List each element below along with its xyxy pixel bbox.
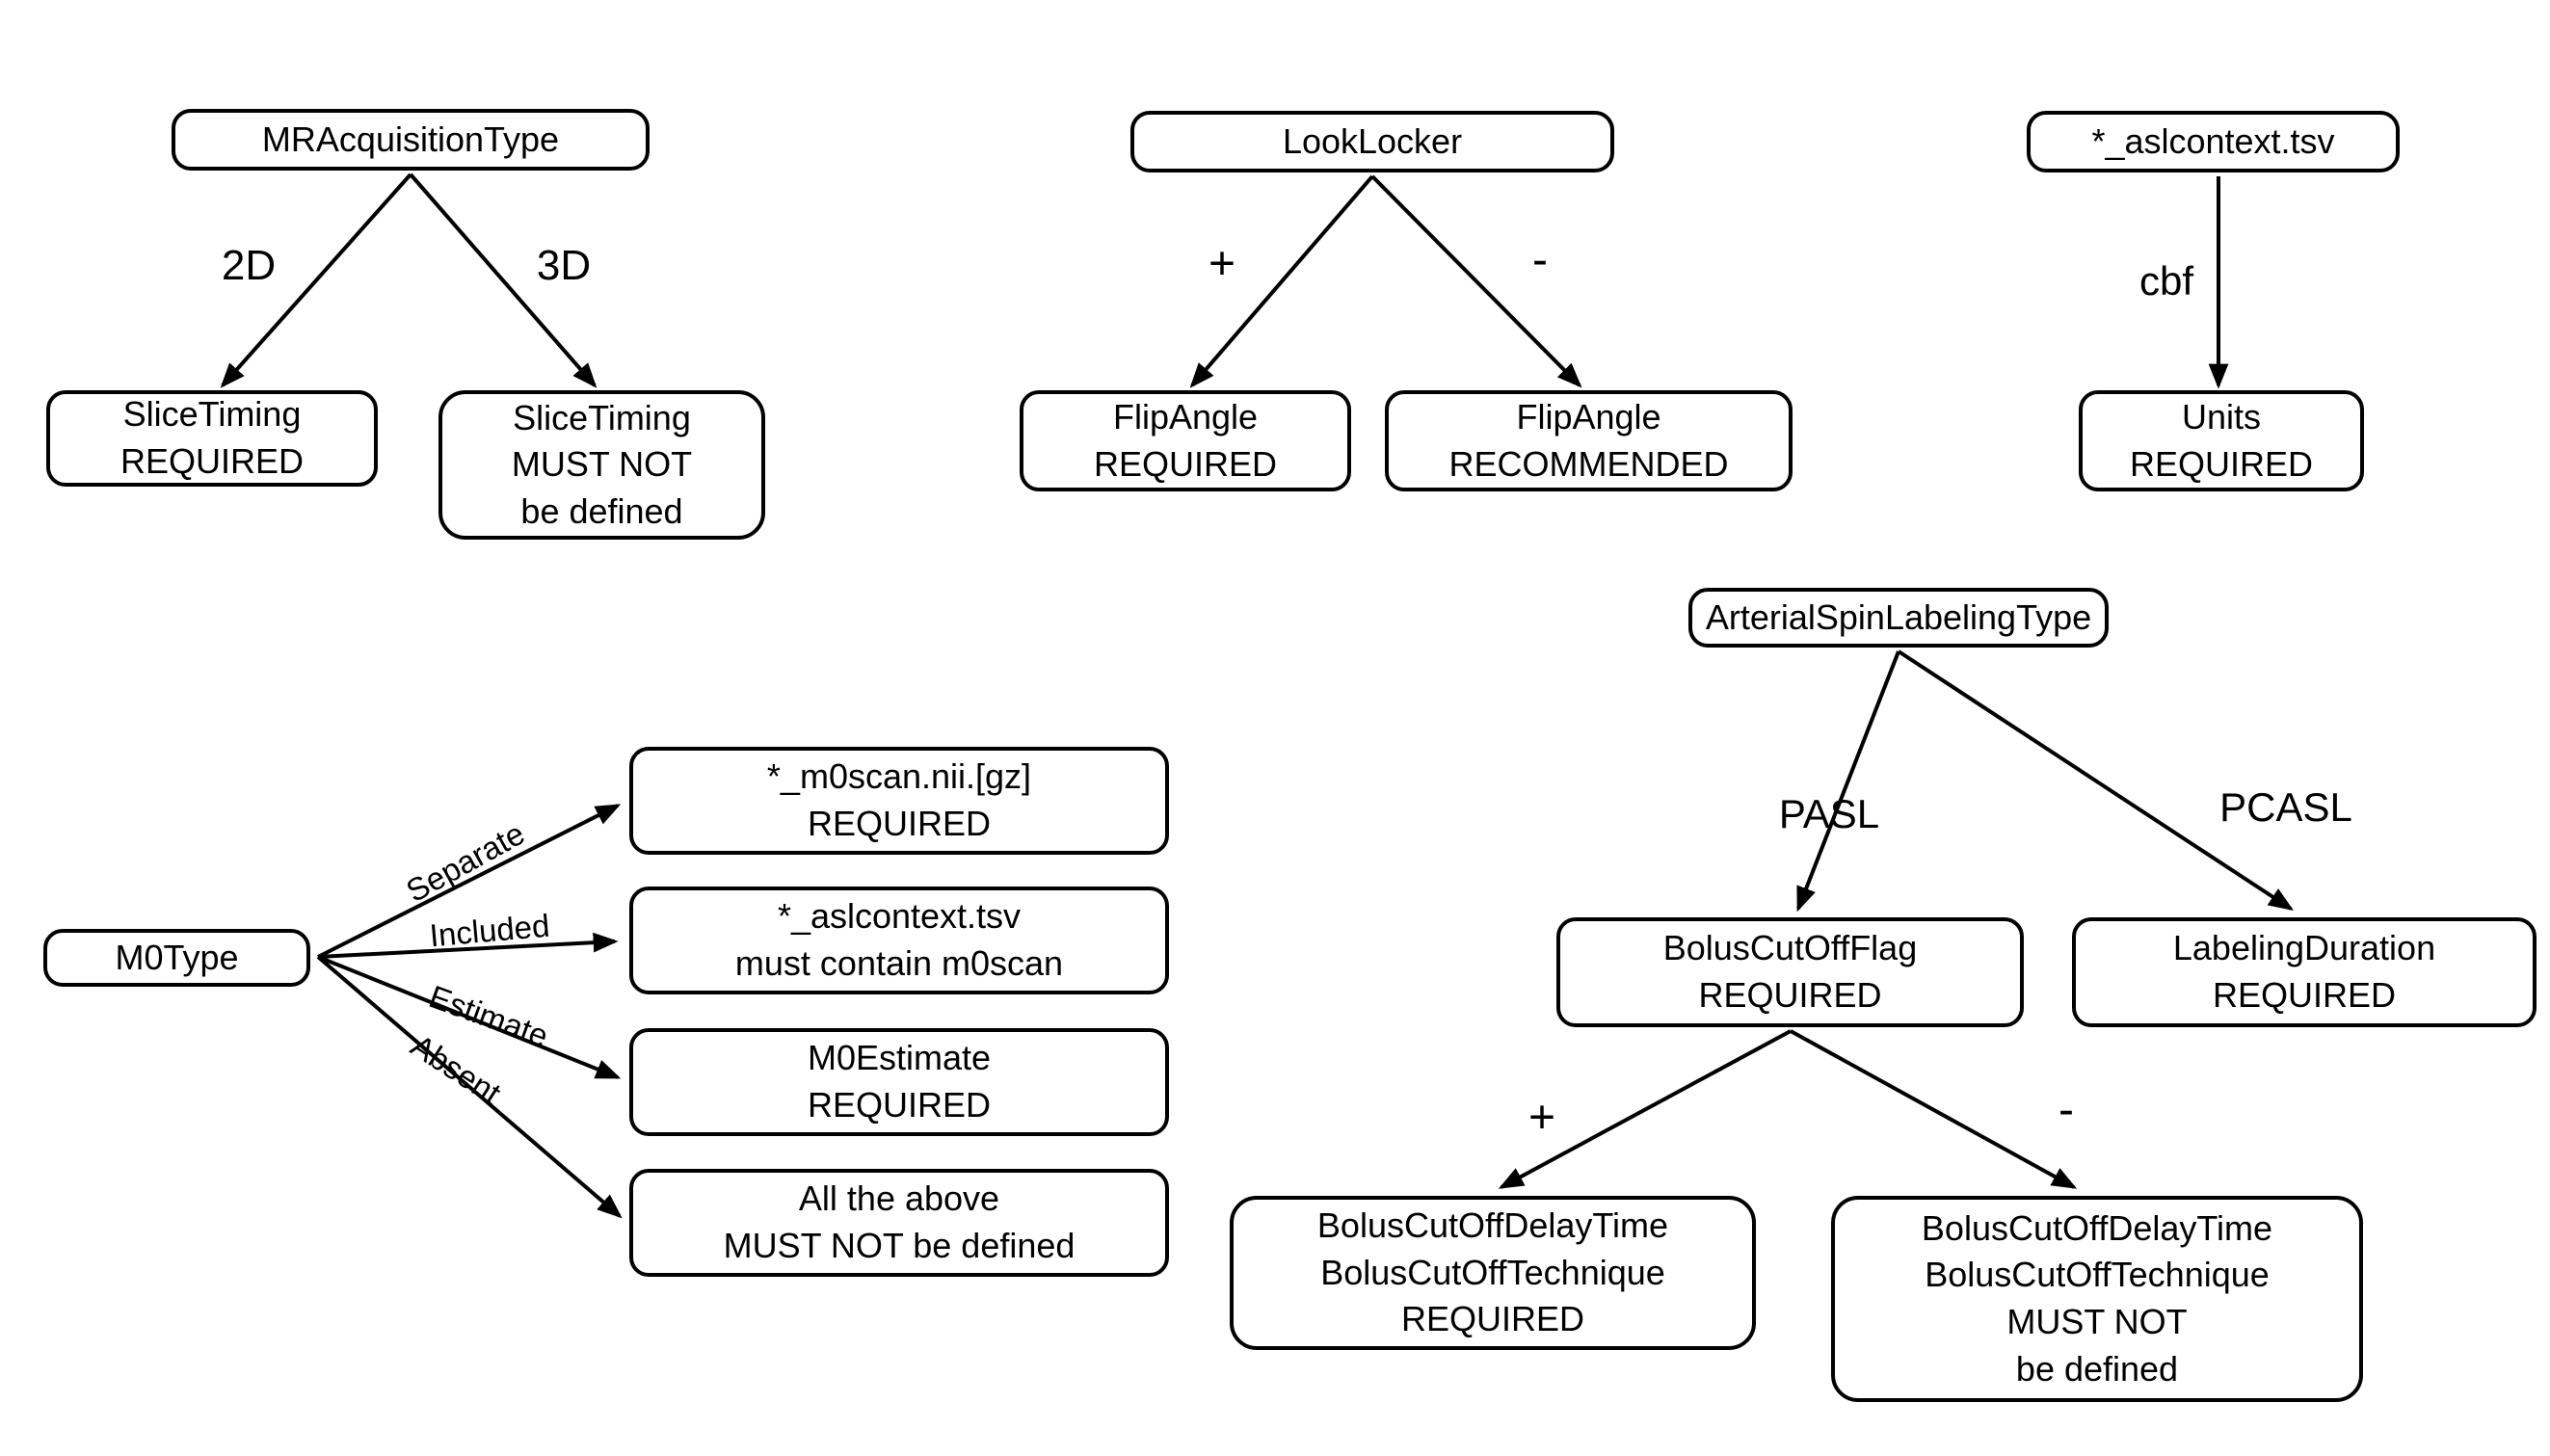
edge-label-3d: 3D [536, 242, 592, 289]
node-labelingduration-required: LabelingDuration REQUIRED [2072, 917, 2537, 1027]
node-m0estimate-required: M0Estimate REQUIRED [629, 1028, 1169, 1136]
edge-label-bolusflag-minus: - [2059, 1084, 2074, 1136]
node-boluscutoffflag-required: BolusCutOffFlag REQUIRED [1556, 917, 2024, 1027]
node-slicetiming-required: SliceTiming REQUIRED [46, 390, 378, 487]
arrow-looklocker-minus [1370, 174, 1582, 388]
node-arterialspinlabelingtype: ArterialSpinLabelingType [1688, 588, 2109, 648]
edge-label-bolusflag-plus: + [1527, 1092, 1556, 1144]
edge-label-pasl: PASL [1778, 791, 1880, 836]
node-m0scan-required: *_m0scan.nii.[gz] REQUIRED [629, 747, 1169, 855]
node-m0type: M0Type [43, 929, 310, 987]
edge-label-2d: 2D [221, 242, 277, 289]
edge-label-pcasl: PCASL [2219, 784, 2352, 830]
node-aslcontext-must-contain-m0scan: *_aslcontext.tsv must contain m0scan [629, 887, 1169, 994]
node-flipangle-required: FlipAngle REQUIRED [1020, 390, 1351, 491]
node-units-required: Units REQUIRED [2079, 390, 2364, 491]
edge-label-absent: Absent [405, 1027, 508, 1112]
arrow-asltype-pcasl [1897, 649, 2295, 911]
edge-label-looklocker-minus: - [1532, 234, 1548, 286]
arrow-bolusflag-minus [1790, 1029, 2078, 1189]
node-mracquisitiontype: MRAcquisitionType [172, 109, 650, 171]
edge-label-separate: Separate [400, 814, 531, 910]
edge-label-cbf: cbf [2138, 258, 2194, 304]
node-aslcontext-tsv: *_aslcontext.tsv [2027, 111, 2400, 172]
node-looklocker: LookLocker [1130, 111, 1614, 172]
node-slicetiming-must-not: SliceTiming MUST NOT be defined [438, 390, 765, 540]
node-all-above-must-not: All the above MUST NOT be defined [629, 1169, 1169, 1277]
node-boluscutoff-fields-required: BolusCutOffDelayTime BolusCutOffTechniqu… [1230, 1196, 1756, 1350]
node-boluscutoff-fields-must-not: BolusCutOffDelayTime BolusCutOffTechniqu… [1831, 1196, 2363, 1402]
node-flipangle-recommended: FlipAngle RECOMMENDED [1385, 390, 1793, 491]
edge-label-included: Included [428, 907, 551, 954]
edge-label-looklocker-plus: + [1208, 238, 1236, 290]
arrow-asltype-pasl [1796, 650, 1900, 913]
